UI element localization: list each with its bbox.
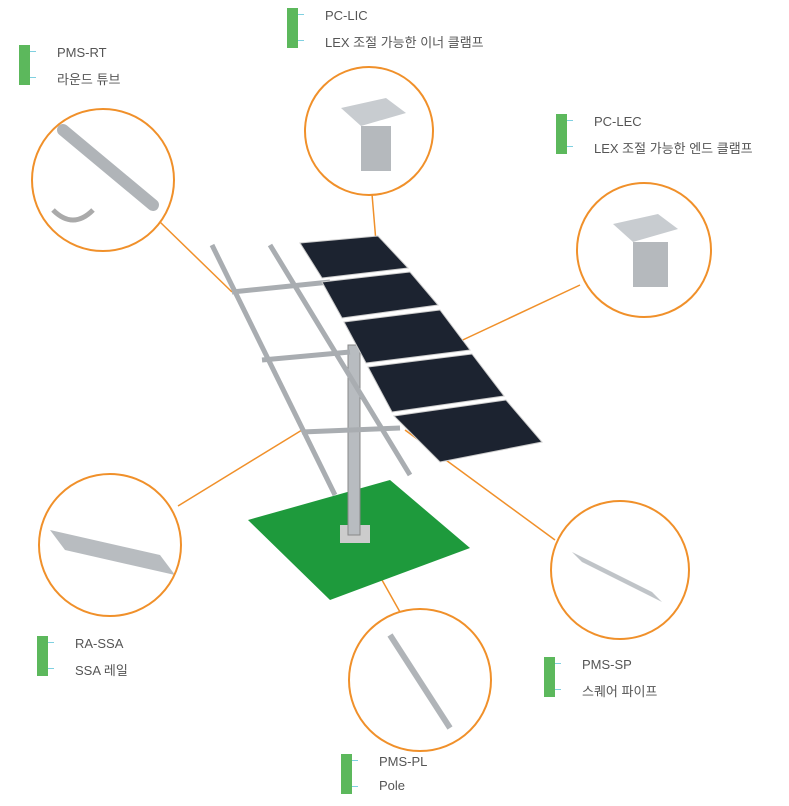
part-image-pms-pl	[348, 608, 492, 752]
part-image-ra-ssa	[38, 473, 182, 617]
part-name: SSA 레일	[75, 663, 128, 678]
part-code: PMS-RT	[57, 45, 107, 60]
solar-panels	[299, 235, 543, 463]
part-code: PMS-SP	[582, 657, 632, 672]
part-name: Pole	[379, 778, 406, 793]
part-name: LEX 조절 가능한 이너 클램프	[325, 35, 484, 50]
part-image-pms-sp	[550, 500, 690, 640]
part-image-pc-lic	[304, 66, 434, 196]
part-code: RA-SSA	[75, 636, 124, 651]
part-name: 스퀘어 파이프	[582, 684, 658, 699]
part-code: PMS-PL	[379, 754, 428, 769]
part-code: PC-LEC	[594, 114, 642, 129]
part-image-pms-rt	[31, 108, 175, 252]
rails	[209, 243, 413, 497]
part-name: LEX 조절 가능한 엔드 클램프	[594, 141, 753, 156]
part-code: PC-LIC	[325, 8, 368, 23]
part-image-pc-lec	[576, 182, 712, 318]
part-name: 라운드 튜브	[57, 72, 121, 87]
